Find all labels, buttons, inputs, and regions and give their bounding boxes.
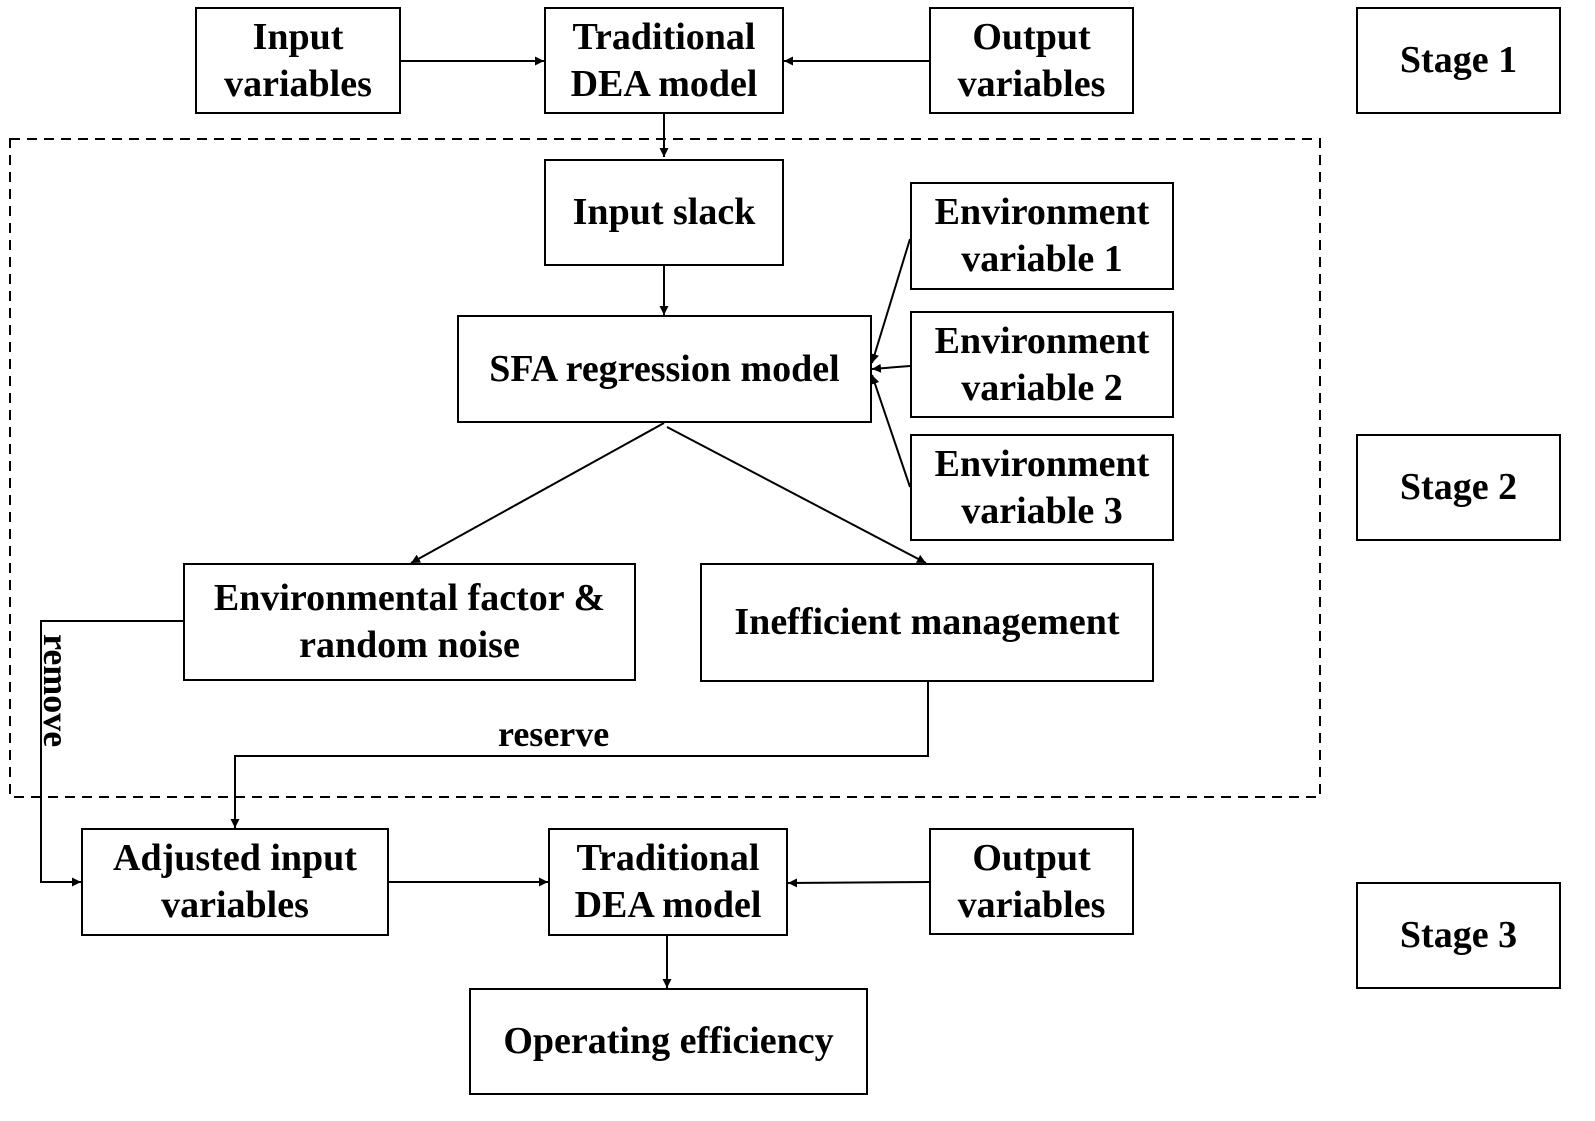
reserve-label: reserve	[498, 714, 610, 754]
operating-efficiency-box: Operating efficiency	[469, 988, 868, 1095]
arrow-sfa-to-inefficient-mgmt	[666, 426, 927, 564]
arrow-output-to-dea-3	[787, 878, 930, 888]
arrow-remove-path	[40, 620, 183, 887]
arrow-env-3-to-sfa	[870, 374, 911, 488]
arrow-reserve-path	[230, 682, 929, 828]
arrow-env-2-to-sfa	[871, 363, 911, 373]
remove-label: remove	[36, 634, 76, 748]
sfa-regression-model-box: SFA regression model	[457, 315, 872, 423]
input-slack-box: Input slack	[544, 159, 784, 266]
environmental-factor-random-noise-box: Environmental factor &random noise	[183, 563, 636, 681]
arrow-env-1-to-sfa	[870, 238, 911, 364]
stage-3-label: Stage 3	[1356, 882, 1561, 989]
stage-1-label: Stage 1	[1356, 7, 1561, 114]
inefficient-management-box: Inefficient management	[700, 563, 1154, 682]
arrow-sfa-to-env-factor	[410, 422, 665, 564]
stage-2-label: Stage 2	[1356, 434, 1561, 541]
